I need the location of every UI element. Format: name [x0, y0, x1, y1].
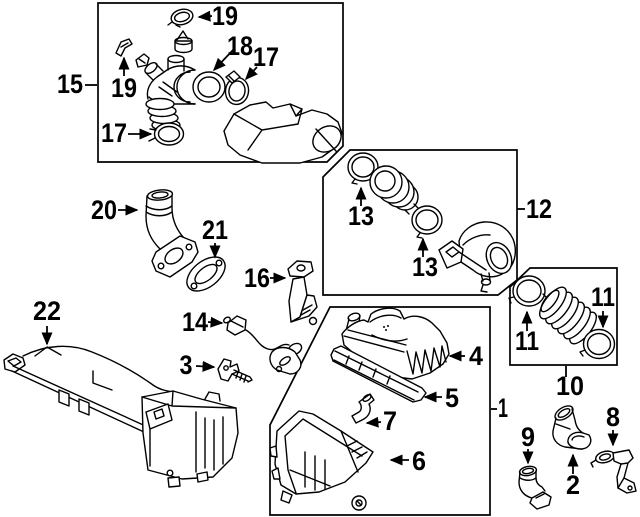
callout-8-label[interactable]: 8	[606, 402, 620, 432]
callout-9-label[interactable]: 9	[521, 422, 535, 452]
callout-16-label[interactable]: 16	[244, 263, 270, 293]
part-7-breather-elbow-drawing[interactable]	[351, 393, 375, 424]
callout-10-label[interactable]: 10	[556, 371, 584, 401]
part-18-intake-elbow-drawing[interactable]	[143, 54, 226, 132]
callout-3-label[interactable]: 3	[180, 350, 193, 380]
callout-13-upper-label[interactable]: 13	[348, 201, 374, 231]
callout-4-label[interactable]: 4	[469, 341, 483, 371]
callout-22-label[interactable]: 22	[33, 296, 61, 326]
leader-19-top	[197, 10, 213, 22]
part-14-sensor-harness-drawing[interactable]	[223, 315, 304, 375]
callout-14-label[interactable]: 14	[182, 307, 208, 337]
leader-17-right	[244, 66, 258, 81]
leader-3	[195, 360, 216, 372]
part-breather-plug-drawing[interactable]	[174, 30, 193, 54]
assembly-box-15	[97, 2, 344, 163]
assembly-box-1	[269, 306, 491, 516]
callout-20-label[interactable]: 20	[91, 195, 117, 225]
leader-14	[207, 316, 224, 328]
callout-12-label[interactable]: 12	[526, 194, 552, 224]
callout-19-left-label[interactable]: 19	[111, 73, 137, 103]
callout-11-left-label[interactable]: 11	[515, 326, 539, 356]
part-8-support-bracket-drawing[interactable]	[590, 449, 637, 494]
assembly-boxes	[97, 2, 618, 516]
part-11-clamp-left-drawing[interactable]	[508, 275, 546, 307]
part-2-duct-boot-drawing[interactable]	[552, 403, 592, 450]
part-22-inlet-duct-drawing[interactable]	[3, 345, 239, 488]
callout-15-label[interactable]: 15	[57, 69, 83, 99]
part-13-clamp-lower-drawing[interactable]	[411, 205, 443, 239]
callout-19-top-label[interactable]: 19	[212, 1, 238, 31]
part-19-clip-left-drawing[interactable]	[115, 38, 150, 68]
leader-7	[365, 416, 382, 428]
part-10-bellows-hose-drawing[interactable]	[535, 283, 601, 348]
part-12-duct-elbow-drawing[interactable]	[438, 221, 517, 293]
part-15-resonator-drawing[interactable]	[223, 101, 346, 164]
part-6-cleaner-housing-drawing[interactable]	[269, 410, 374, 504]
leader-18	[212, 49, 234, 72]
callout-17-lower-label[interactable]: 17	[101, 118, 127, 148]
callout-1-label[interactable]: 1	[498, 393, 508, 423]
part-17-clamp-right-drawing[interactable]	[224, 70, 251, 106]
part-3-stud-bracket-drawing[interactable]	[217, 358, 253, 383]
callout-17-right-label[interactable]: 17	[253, 42, 279, 72]
part-13-clamp-upper-drawing[interactable]	[347, 152, 379, 185]
callout-leader-lines	[41, 10, 619, 474]
callout-7-label[interactable]: 7	[383, 406, 397, 436]
assembly-box-10	[509, 267, 618, 366]
assembly-box-12	[322, 149, 518, 296]
callout-labels: 15 19 18 17 19 17 20 21 16 14 3 22 13 13…	[33, 1, 620, 500]
part-19-clamp-top-drawing[interactable]	[167, 7, 194, 28]
callout-6-label[interactable]: 6	[412, 446, 426, 476]
callout-11-right-label[interactable]: 11	[591, 282, 615, 312]
part-11-clamp-right-drawing[interactable]	[579, 328, 616, 360]
callout-2-label[interactable]: 2	[566, 470, 580, 500]
part-grommet-drawing[interactable]	[351, 495, 367, 511]
part-20-air-duct-drawing[interactable]	[145, 189, 199, 278]
callout-21-label[interactable]: 21	[202, 215, 228, 245]
part-9-breather-duct-drawing[interactable]	[518, 465, 552, 510]
callout-13-lower-label[interactable]: 13	[412, 252, 438, 282]
part-12-bellows-drawing[interactable]	[369, 165, 420, 215]
callout-18-label[interactable]: 18	[227, 31, 253, 61]
part-21-gasket-drawing[interactable]	[181, 250, 232, 298]
callout-5-label[interactable]: 5	[445, 383, 459, 413]
part-16-bracket-drawing[interactable]	[287, 260, 318, 326]
